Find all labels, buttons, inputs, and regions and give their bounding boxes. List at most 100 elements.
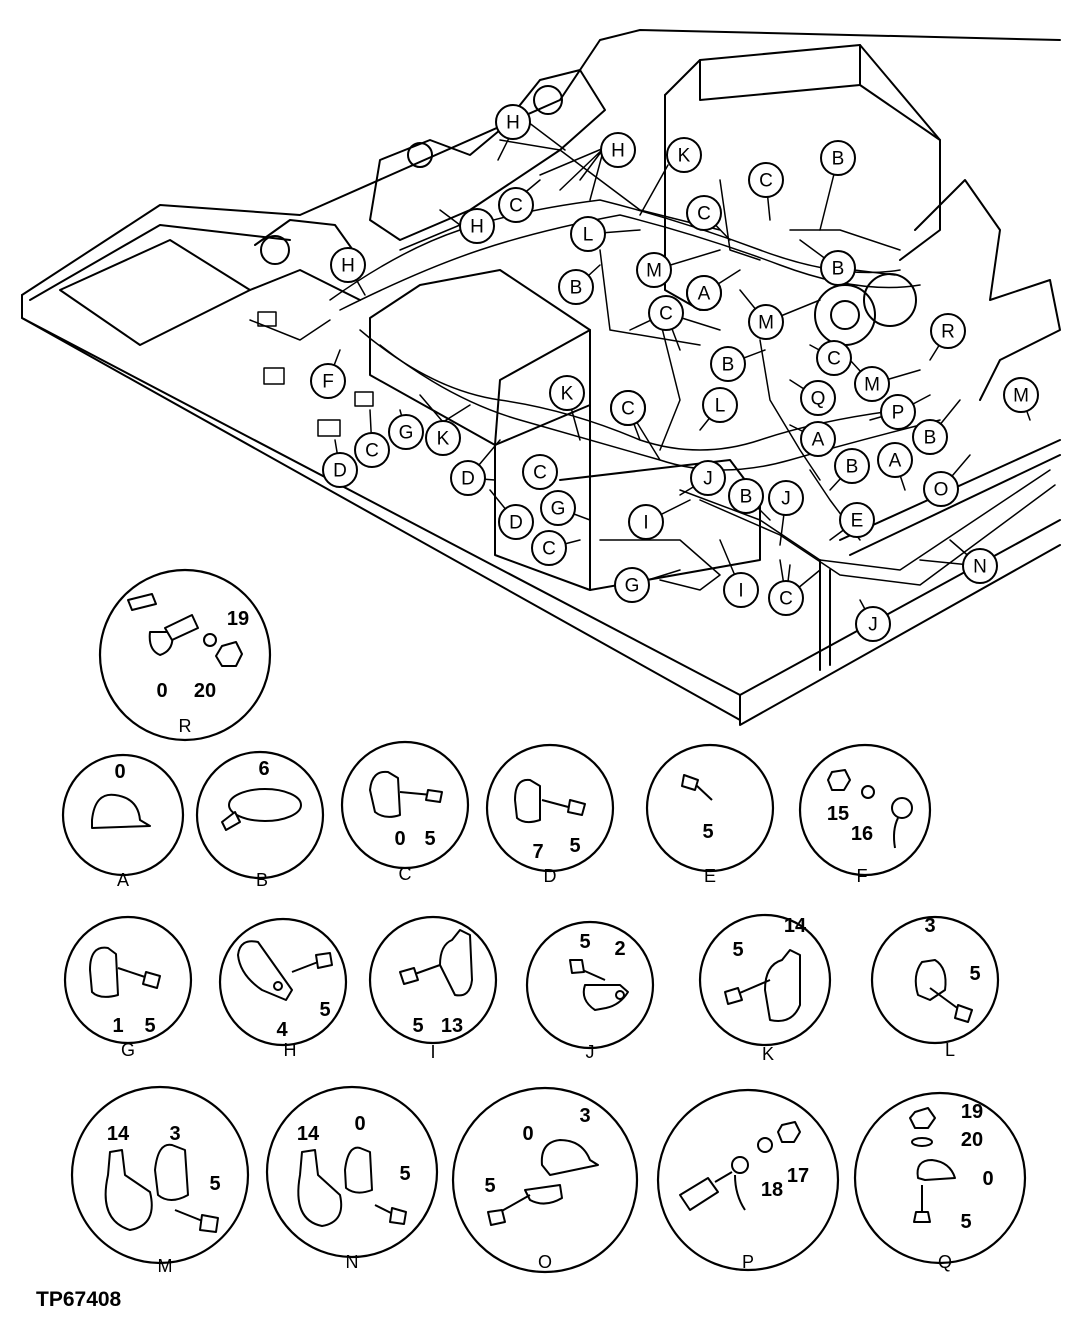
callout-label: C bbox=[621, 399, 635, 420]
callout-label: J bbox=[781, 489, 791, 510]
callout-label: F bbox=[322, 372, 334, 393]
callout-label: M bbox=[864, 375, 880, 396]
detail-q-letter: Q bbox=[938, 1252, 952, 1272]
detail-p-num-17: 17 bbox=[787, 1165, 809, 1187]
callout-label: B bbox=[832, 259, 845, 280]
callout-k: K bbox=[425, 420, 461, 456]
detail-r-letter: R bbox=[179, 716, 192, 736]
callout-b: B bbox=[558, 269, 594, 305]
callout-c: C bbox=[610, 390, 646, 426]
callout-label: C bbox=[542, 539, 556, 560]
detail-j: 5 2 J bbox=[525, 920, 655, 1062]
callout-label: E bbox=[851, 511, 864, 532]
callout-label: C bbox=[827, 349, 841, 370]
callout-label: K bbox=[678, 146, 691, 167]
detail-n: 14 0 5 N bbox=[265, 1085, 439, 1272]
callout-g: G bbox=[614, 567, 650, 603]
callout-label: B bbox=[722, 355, 735, 376]
callout-label: A bbox=[889, 451, 902, 472]
callout-label: G bbox=[625, 576, 640, 597]
callout-circle bbox=[854, 366, 890, 402]
callout-h: H bbox=[600, 132, 636, 168]
callout-label: B bbox=[570, 278, 583, 299]
detail-i-letter: I bbox=[430, 1042, 435, 1062]
callout-k: K bbox=[666, 137, 702, 173]
callout-circle bbox=[322, 452, 358, 488]
detail-d: 7 5 D bbox=[485, 743, 615, 886]
callout-e: E bbox=[839, 502, 875, 538]
detail-j-num-2: 2 bbox=[614, 938, 625, 960]
callout-label: H bbox=[611, 141, 625, 162]
callout-label: C bbox=[759, 171, 773, 192]
callout-circle bbox=[800, 380, 836, 416]
callout-k: K bbox=[549, 375, 585, 411]
detail-k-num-14: 14 bbox=[784, 915, 807, 937]
detail-d-letter: D bbox=[544, 866, 557, 886]
callout-r: R bbox=[930, 313, 966, 349]
detail-d-num-7: 7 bbox=[532, 841, 543, 863]
callout-circle bbox=[522, 454, 558, 490]
callout-circle bbox=[877, 442, 913, 478]
callout-m: M bbox=[854, 366, 890, 402]
callout-label: J bbox=[868, 615, 878, 636]
callout-circle bbox=[686, 195, 722, 231]
detail-h-num-5: 5 bbox=[319, 999, 330, 1021]
callout-label: C bbox=[533, 463, 547, 484]
callout-circle bbox=[855, 606, 891, 642]
detail-i-num-13: 13 bbox=[441, 1015, 463, 1037]
detail-r-num-19: 19 bbox=[227, 608, 249, 630]
detail-j-letter: J bbox=[586, 1042, 595, 1062]
callout-j: J bbox=[855, 606, 891, 642]
callout-label: A bbox=[698, 284, 711, 305]
detail-i-num-5: 5 bbox=[412, 1015, 423, 1037]
detail-f-letter: F bbox=[857, 866, 868, 886]
callout-label: R bbox=[941, 322, 955, 343]
callout-h: H bbox=[330, 247, 366, 283]
callout-h: H bbox=[495, 104, 531, 140]
callout-l: L bbox=[570, 216, 606, 252]
callout-label: M bbox=[758, 313, 774, 334]
callout-p: P bbox=[880, 394, 916, 430]
callout-circle bbox=[354, 432, 390, 468]
detail-h-letter: H bbox=[284, 1040, 297, 1060]
detail-r-num-20: 20 bbox=[194, 680, 216, 702]
callout-label: C bbox=[659, 304, 673, 325]
detail-l-num-3: 3 bbox=[924, 915, 935, 937]
callout-label: K bbox=[437, 429, 450, 450]
detail-m-num-14: 14 bbox=[107, 1123, 130, 1145]
callout-circle bbox=[648, 295, 684, 331]
callout-circle bbox=[728, 478, 764, 514]
detail-c-num-0: 0 bbox=[394, 828, 405, 850]
figure-id: TP67408 bbox=[36, 1288, 122, 1311]
callout-circle bbox=[666, 137, 702, 173]
detail-e: 5 E bbox=[645, 743, 775, 886]
callout-label: D bbox=[509, 513, 523, 534]
callout-circle bbox=[800, 421, 836, 457]
detail-n-num-14: 14 bbox=[297, 1123, 320, 1145]
detail-a-letter: A bbox=[117, 870, 129, 890]
detail-r: 19 0 20 R bbox=[98, 568, 272, 742]
detail-m-letter: M bbox=[158, 1256, 173, 1276]
callout-circle bbox=[600, 132, 636, 168]
callout-circle bbox=[636, 252, 672, 288]
callout-label: B bbox=[832, 149, 845, 170]
callout-label: L bbox=[715, 396, 726, 417]
detail-m: 14 3 5 M bbox=[70, 1085, 250, 1276]
detail-k-num-5: 5 bbox=[732, 939, 743, 961]
detail-l: 3 5 L bbox=[870, 915, 1000, 1060]
callout-a: A bbox=[877, 442, 913, 478]
callout-circle bbox=[686, 275, 722, 311]
callout-circle bbox=[450, 460, 486, 496]
callout-circle bbox=[768, 480, 804, 516]
callout-label: B bbox=[924, 428, 937, 449]
detail-i: 5 13 I bbox=[368, 915, 498, 1062]
callout-label: K bbox=[561, 384, 574, 405]
callout-circle bbox=[962, 548, 998, 584]
detail-q-num-5: 5 bbox=[960, 1211, 971, 1233]
callout-circle bbox=[723, 572, 759, 608]
callout-circle bbox=[549, 375, 585, 411]
callout-c: C bbox=[748, 162, 784, 198]
detail-c: 0 5 C bbox=[340, 740, 470, 884]
detail-p: 18 17 P bbox=[656, 1088, 840, 1272]
callout-circle bbox=[425, 420, 461, 456]
